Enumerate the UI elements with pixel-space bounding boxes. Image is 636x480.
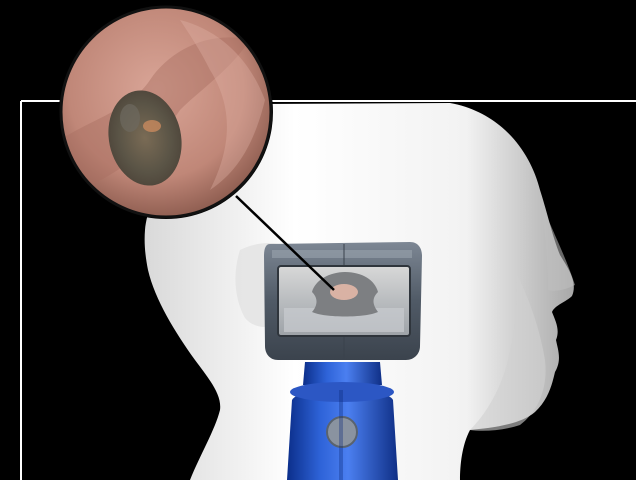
otoscope-neck: [303, 362, 382, 385]
